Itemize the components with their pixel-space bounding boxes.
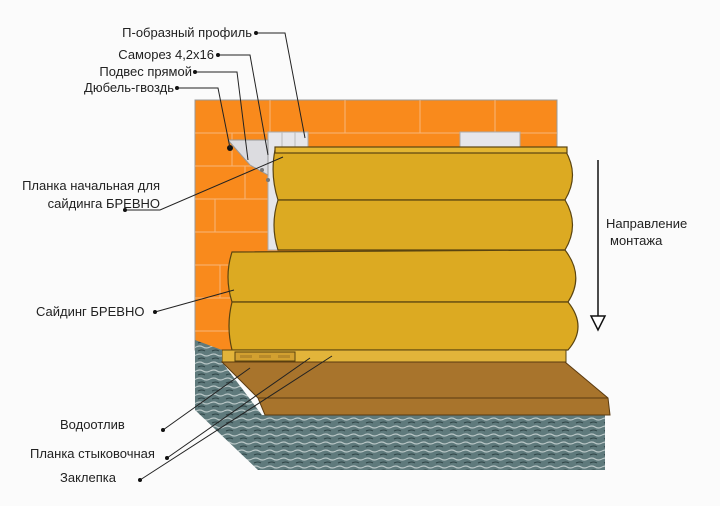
label-hanger: Подвес прямой [99, 64, 192, 79]
installation-direction-arrow [589, 160, 607, 332]
label-joint-strip: Планка стыковочная [30, 446, 155, 461]
label-u-profile: П-образный профиль [122, 25, 252, 40]
siding-log-boards [227, 146, 579, 351]
stone-foundation [195, 340, 605, 470]
label-direction-1: Направление [606, 216, 688, 231]
label-dowel-nail: Дюбель-гвоздь [84, 80, 174, 95]
label-rivet: Заклепка [60, 470, 116, 485]
label-screw: Саморез 4,2х16 [118, 47, 214, 62]
label-starter-strip-1: Планка начальная для [22, 178, 160, 193]
label-starter-strip-2: сайдинга БРЕВНО [47, 196, 160, 211]
label-siding: Сайдинг БРЕВНО [36, 304, 145, 319]
drip-ledge [220, 361, 611, 416]
label-drip: Водоотлив [60, 417, 125, 432]
leader-lines [125, 32, 333, 481]
starter-strip [221, 349, 567, 363]
label-direction-2: монтажа [610, 233, 663, 248]
